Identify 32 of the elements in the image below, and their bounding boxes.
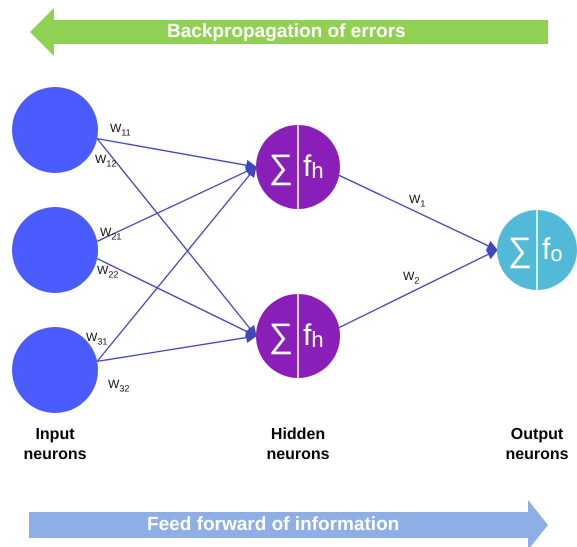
arrow <box>97 138 258 171</box>
activation-function: f$_{h}$ <box>303 152 324 182</box>
activation-function: f$_{h}$ <box>303 321 324 351</box>
forward-arrow-band <box>29 500 548 547</box>
hidden-neuron <box>256 294 340 378</box>
arrow-label: Feed forward of information <box>147 514 400 536</box>
weight-label: W$_{21}$ <box>100 226 122 242</box>
arrow <box>338 249 498 328</box>
layer-caption: Input neurons <box>22 425 88 465</box>
arrow <box>338 174 498 251</box>
weight-label: W$_{1}$ <box>409 193 426 208</box>
output-neuron <box>497 210 577 290</box>
weight-label: W$_{12}$ <box>95 153 116 168</box>
sum-symbol: ∑ <box>508 233 532 267</box>
weight-label: W$_{11}$ <box>110 122 131 138</box>
layer-caption: Output neurons <box>504 425 570 465</box>
input-neuron <box>12 207 98 293</box>
weight-label: W$_{32}$ <box>108 378 130 394</box>
sum-symbol: ∑ <box>268 150 293 184</box>
arrow <box>96 138 257 337</box>
weight-label: W$_{2}$ <box>403 270 420 286</box>
weight-label: W$_{22}$ <box>97 264 118 280</box>
sum-symbol: ∑ <box>268 319 293 353</box>
hidden-neuron <box>256 125 340 209</box>
arrow <box>96 166 257 362</box>
activation-function: f$_{o}$ <box>542 235 563 265</box>
input-neuron <box>12 327 98 413</box>
layer-caption: Hidden neurons <box>265 425 331 465</box>
arrow <box>97 332 258 362</box>
backward-arrow-band <box>30 8 548 56</box>
arrow-label: Backpropagation of errors <box>167 21 406 43</box>
weight-label: W$_{31}$ <box>86 331 108 346</box>
